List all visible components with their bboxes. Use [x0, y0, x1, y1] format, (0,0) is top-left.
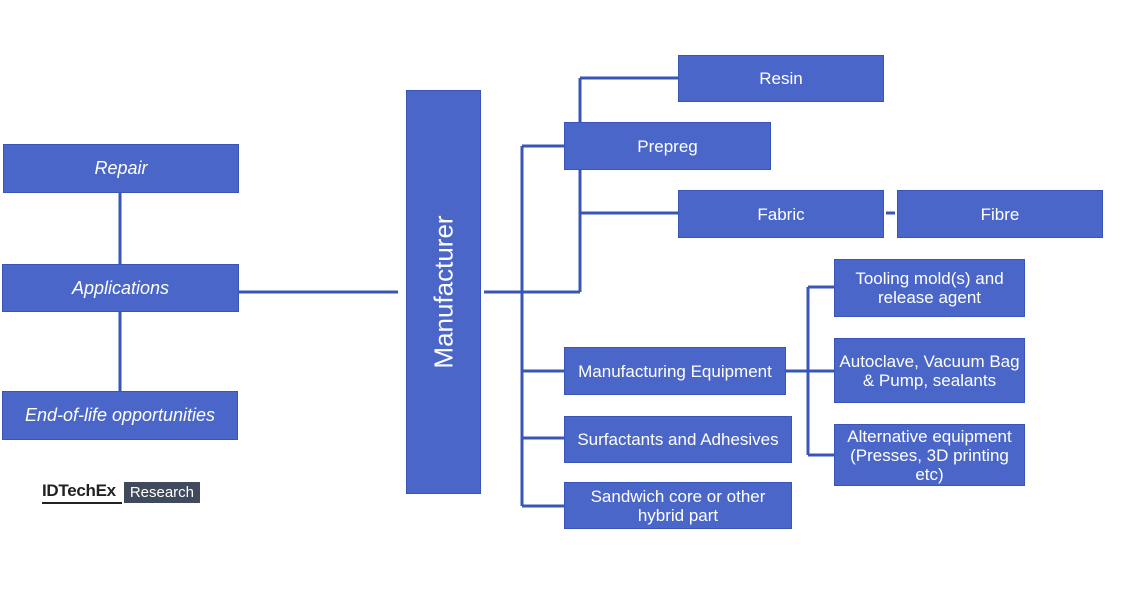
idtechex-logo: IDTechEx Research — [42, 480, 201, 504]
node-alternative-equipment: Alternative equipment (Presses, 3D print… — [834, 424, 1025, 486]
node-tooling: Tooling mold(s) and release agent — [834, 259, 1025, 317]
logo-tag: Research — [123, 481, 201, 503]
node-resin: Resin — [678, 55, 884, 102]
node-prepreg: Prepreg — [564, 122, 771, 170]
node-fibre: Fibre — [897, 190, 1103, 238]
node-end-of-life: End-of-life opportunities — [2, 391, 238, 440]
node-manufacturing-equipment: Manufacturing Equipment — [564, 347, 786, 395]
logo-brand: IDTechEx — [42, 480, 122, 504]
node-sandwich-core: Sandwich core or other hybrid part — [564, 482, 792, 529]
node-fabric: Fabric — [678, 190, 884, 238]
node-manufacturer-label: Manufacturer — [428, 215, 458, 369]
node-repair: Repair — [3, 144, 239, 193]
node-surfactants-adhesives: Surfactants and Adhesives — [564, 416, 792, 463]
node-autoclave: Autoclave, Vacuum Bag & Pump, sealants — [834, 338, 1025, 403]
node-manufacturer: Manufacturer — [406, 90, 481, 494]
node-applications: Applications — [2, 264, 239, 312]
